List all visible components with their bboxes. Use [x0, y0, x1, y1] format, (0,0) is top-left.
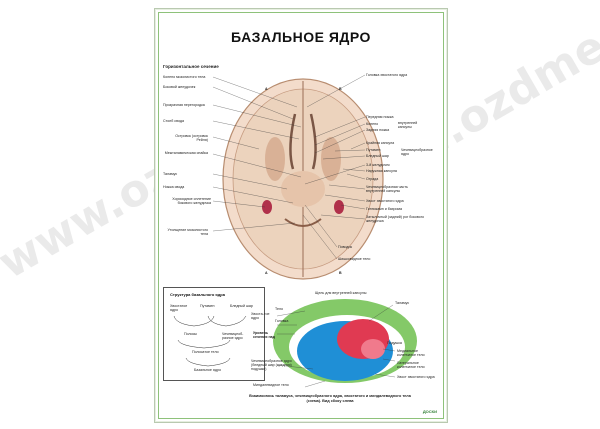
label-external-capsule: Наружная капсула — [366, 169, 397, 173]
label-third-ventricle: 3-й желудочек — [366, 163, 390, 167]
structure-basal: Базальное ядро — [194, 368, 221, 372]
label-posterior-limb: Задняя ножка — [366, 128, 390, 132]
label-anterior-limb: Передняя ножка — [366, 115, 394, 119]
label-extreme-capsule: Крайняя капсула — [366, 141, 395, 145]
lateral-ventricle-left — [289, 113, 297, 170]
diag-label-pulvinar: Подушка — [387, 341, 402, 345]
diag-label-thalamus: Таламус — [395, 301, 410, 305]
label-genu-corpus-callosum: Колено мозолистого тела — [163, 75, 206, 79]
structure-pallidus: Бледный шар — [230, 304, 253, 308]
marker-a-top: A — [265, 87, 268, 91]
marker-b-top: B — [339, 87, 342, 91]
structure-caudate: Хвостатое ядро — [170, 304, 188, 312]
splenium — [284, 218, 322, 227]
label-capsule-bracket: внутренней капсулы — [398, 121, 418, 129]
label-habenula: Поводок — [338, 245, 353, 249]
label-posterior-horn: Затылочный (задний) рог бокового желудоч… — [366, 215, 425, 223]
diag-label-tail: Хвост хвостатого ядра — [397, 375, 435, 379]
leader-lines-right — [302, 74, 366, 260]
diag-label-amygdala: Миндалевидное тело — [253, 383, 289, 387]
poster: БАЗАЛЬНОЕ ЯДРО Горизонтальное сечение — [154, 8, 448, 423]
label-retrolentiform: Чечевицеобразная часть внутренней капсул… — [366, 185, 408, 193]
label-lateral-ventricle: Боковой желудочек — [163, 85, 196, 89]
diag-label-lentiform: Чечевицеобразное ядро (бледный шар (сред… — [251, 359, 292, 371]
label-pineal: Шишковидное тело — [338, 257, 371, 261]
diagram-caption: Взаимосвязь таламуса, чечевицеобразного … — [249, 394, 411, 403]
choroid-right — [334, 200, 344, 214]
putamen-left — [265, 137, 285, 181]
publisher-logo: ДОСКИ — [422, 409, 437, 414]
marker-a-bottom: A — [265, 271, 268, 275]
label-globus-pallidus: Бледный шар — [366, 154, 389, 158]
pulvinar-pink — [361, 339, 385, 359]
leader-lines-left — [212, 76, 302, 232]
label-hippocampus: Гиппокамп и бахрома — [366, 207, 402, 211]
structure-striatum: Полосатое тело — [192, 350, 219, 354]
marker-b-bottom: B — [339, 271, 342, 275]
diagram-leaders — [276, 304, 396, 388]
label-insula: Островок (островок Рейля) — [175, 134, 208, 142]
label-fornix-column: Столб свода — [163, 119, 184, 123]
diag-label-caudate: Хвоста-тое ядро — [251, 312, 270, 320]
structure-lentiform: Чечевицеоб-разное ядро — [222, 332, 244, 340]
brain-illustration — [212, 74, 417, 388]
diag-label-level: Уровень сечения над — [253, 331, 275, 339]
label-lentiform-bracket: Чечевицеобразное ядро — [401, 148, 433, 156]
structure-brackets — [173, 315, 247, 367]
structure-box-title: Структура базального ядра — [170, 292, 225, 297]
structure-box: Структура базального ядра Хвостатое ядро… — [163, 287, 265, 381]
lateral-ventricle-right — [309, 113, 317, 170]
choroid-left — [262, 200, 272, 214]
label-splenium: Утолщение мозолистого тела — [167, 228, 208, 236]
label-choroid-plexus: Хориоидное сплетение бокового желудочка — [172, 197, 211, 205]
label-septum: Прозрачная перегородка — [163, 103, 205, 107]
label-thalamus: Таламус — [163, 172, 178, 176]
label-claustrum: Ограда — [366, 177, 379, 181]
diag-label-medial-geniculate: Медиальное коленчатое тело — [397, 349, 425, 357]
thalamus — [281, 171, 325, 207]
diag-label-body: Тело — [275, 307, 284, 311]
poster-title: БАЗАЛЬНОЕ ЯДРО — [231, 29, 371, 45]
label-genu: Колено — [366, 122, 379, 126]
lateral-diagram — [273, 299, 417, 383]
structure-striae: Полосы — [184, 332, 198, 336]
label-caudate-head: Головка хвостатого ядра — [366, 73, 408, 77]
structure-putamen: Путамен — [200, 304, 215, 308]
section-title: Горизонтальное сечение — [163, 64, 219, 69]
label-putamen: Путамен — [366, 148, 381, 152]
poster-border — [158, 12, 444, 419]
label-interthalamic: Межталамическая спайка — [164, 151, 208, 155]
diag-label-lateral-geniculate: Латеральное коленчатое тело — [397, 361, 425, 369]
label-caudate-tail: Хвост хвостатого ядра — [366, 199, 404, 203]
diag-label-top: Щель для внутренней капсулы — [315, 291, 367, 295]
diag-label-head: Головка — [275, 319, 289, 323]
label-fornix-crus: Ножка свода — [163, 185, 185, 189]
